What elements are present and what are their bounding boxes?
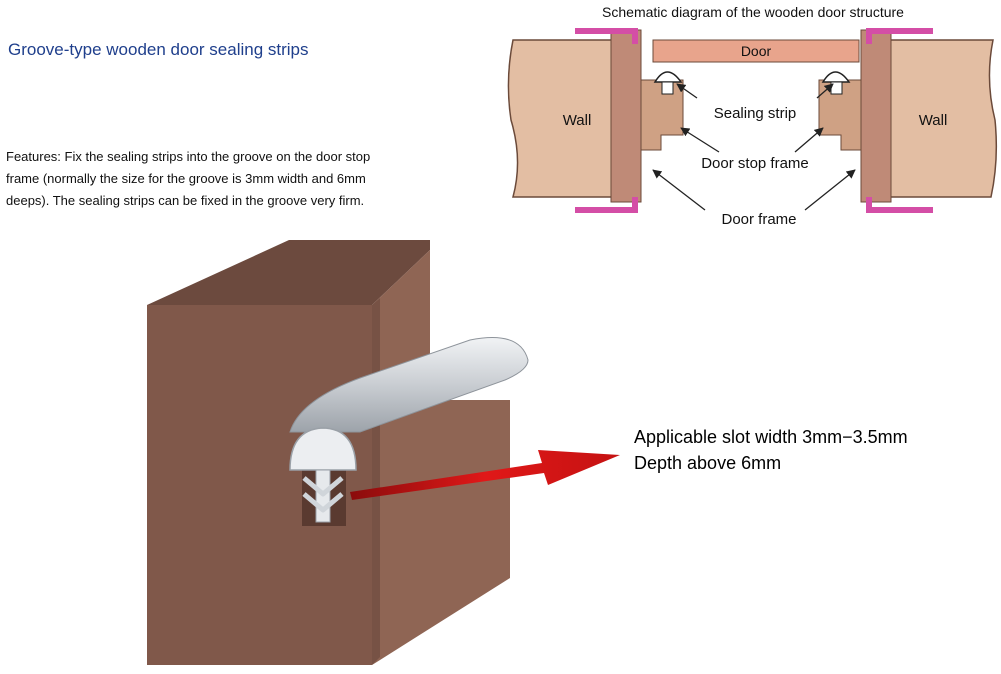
door-structure-schematic: Schematic diagram of the wooden door str… <box>507 4 998 228</box>
trim-top-right <box>866 28 933 44</box>
sealing-strip-left-stem <box>661 81 674 95</box>
features-line: Features: Fix the sealing strips into th… <box>6 149 371 164</box>
slot-depth-text: Depth above 6mm <box>634 453 782 473</box>
leader-arrow <box>816 83 834 99</box>
label-door-frame: Door frame <box>721 211 796 228</box>
trim-top-left <box>575 28 638 44</box>
sealing-strip-left <box>653 71 683 83</box>
pointer-arrow <box>350 450 620 500</box>
leader-arrow <box>794 127 824 153</box>
door-stop-frame-left <box>640 79 684 151</box>
block-side-face <box>372 250 510 665</box>
leader-arrow <box>804 169 856 211</box>
block-edge-shade <box>372 298 380 665</box>
door-stop-frame-right <box>818 79 862 151</box>
leader-arrow <box>676 83 698 99</box>
leader-arrow <box>680 127 720 153</box>
leader-arrow <box>652 169 706 211</box>
features-text: Features: Fix the sealing strips into th… <box>6 146 476 212</box>
label-door: Door <box>741 43 772 59</box>
label-wall-left: Wall <box>563 112 592 129</box>
sealing-strip-right <box>821 71 851 83</box>
slot-width-text: Applicable slot width 3mm−3.5mm <box>634 427 908 447</box>
door-panel <box>652 39 860 63</box>
features-line: deeps). The sealing strips can be fixed … <box>6 193 365 208</box>
heading: Groove-type wooden door sealing strips <box>8 40 309 59</box>
schematic-title: Schematic diagram of the wooden door str… <box>602 4 904 20</box>
label-sealing-strip: Sealing strip <box>714 105 797 122</box>
sealing-strip-body <box>289 337 529 433</box>
label-door-stop-frame: Door stop frame <box>701 155 809 172</box>
features-line: frame (normally the size for the groove … <box>6 171 366 186</box>
block-top-face <box>147 240 430 305</box>
sealing-strip-head <box>289 427 357 471</box>
wall-left-shape <box>507 39 614 198</box>
wall-right-shape <box>882 39 998 198</box>
slot-specification: Applicable slot width 3mm−3.5mm Depth ab… <box>634 424 908 476</box>
trim-bottom-left <box>575 197 638 213</box>
label-wall-right: Wall <box>919 112 948 129</box>
sealing-strip-barbs <box>302 476 344 513</box>
trim-bottom-right <box>866 197 933 213</box>
